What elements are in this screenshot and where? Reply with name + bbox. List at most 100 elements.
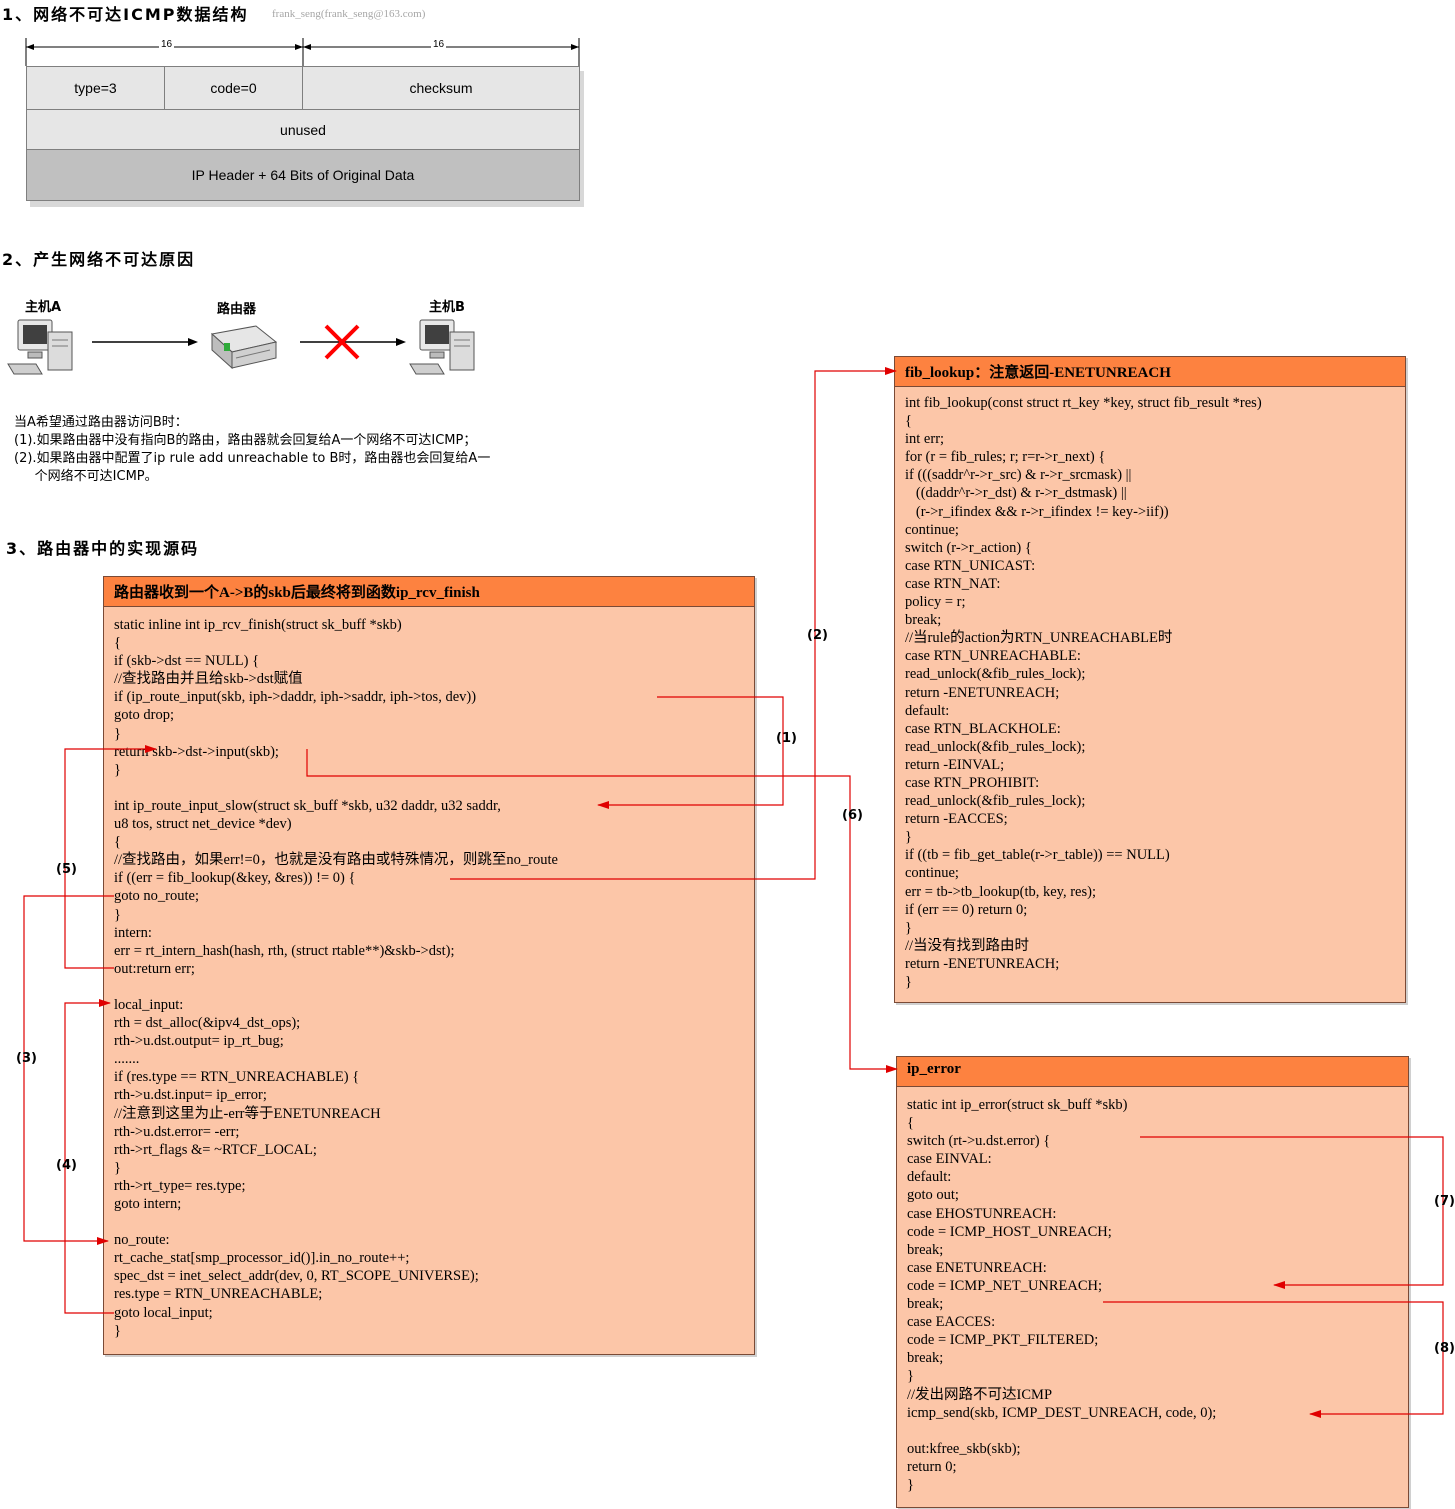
code-line: if (skb->dst == NULL) { bbox=[114, 653, 260, 670]
code-line: } bbox=[114, 761, 121, 778]
code-line: } bbox=[114, 1322, 121, 1339]
code-line: switch (rt->u.dst.error) { bbox=[907, 1133, 1051, 1150]
code-line: //发出网路不可达ICMP bbox=[907, 1386, 1053, 1403]
code-line: goto no_route; bbox=[114, 888, 199, 905]
width-left-label: 16 bbox=[159, 39, 175, 50]
code-line: goto local_input; bbox=[114, 1304, 213, 1321]
code-line: default: bbox=[905, 702, 950, 719]
code-line: case RTN_NAT: bbox=[905, 575, 1001, 592]
code-line: break; bbox=[905, 612, 942, 629]
reason-line: 当A希望通过路由器访问B时： bbox=[14, 415, 188, 430]
code-line: case RTN_UNREACHABLE: bbox=[905, 648, 1081, 665]
code-line: rt_cache_stat[smp_processor_id()].in_no_… bbox=[114, 1250, 410, 1267]
code-line: } bbox=[905, 974, 912, 990]
reason-line: 个网络不可达ICMP。 bbox=[14, 469, 158, 484]
flow-label-6: (6) bbox=[842, 808, 863, 823]
router-label: 路由器 bbox=[217, 302, 257, 317]
code-line: code = ICMP_PKT_FILTERED; bbox=[907, 1332, 1099, 1349]
code-box-fib-lookup: fib_lookup：注意返回-ENETUNREACH int fib_look… bbox=[894, 356, 1406, 1003]
code-line: icmp_send(skb, ICMP_DEST_UNREACH, code, … bbox=[907, 1404, 1217, 1421]
flow-label-4: (4) bbox=[56, 1158, 77, 1173]
code-line: case ENETUNREACH: bbox=[907, 1259, 1047, 1276]
code-line bbox=[114, 1213, 754, 1231]
code-line: //当没有找到路由时 bbox=[905, 937, 1030, 954]
code-line: rth = dst_alloc(&ipv4_dst_ops); bbox=[114, 1015, 301, 1032]
router-icon bbox=[210, 325, 278, 370]
code-line: u8 tos, struct net_device *dev) bbox=[114, 816, 292, 833]
code-line: rth->rt_type= res.type; bbox=[114, 1177, 246, 1194]
code-line: return -ENETUNREACH; bbox=[905, 684, 1060, 701]
code-line: continue; bbox=[905, 865, 959, 882]
code-box-title: ip_error bbox=[897, 1057, 1408, 1087]
code-line: if (err == 0) return 0; bbox=[905, 901, 1028, 918]
code-line: policy = r; bbox=[905, 594, 966, 611]
code-line: for (r = fib_rules; r; r=r->r_next) { bbox=[905, 449, 1106, 466]
code-line: ....... bbox=[114, 1051, 140, 1068]
code-line: out:kfree_skb(skb); bbox=[907, 1440, 1021, 1457]
code-line bbox=[114, 779, 754, 797]
code-listing: static inline int ip_rcv_finish(struct s… bbox=[104, 607, 754, 1340]
host-a-label: 主机A bbox=[25, 300, 62, 315]
flow-label-3: (3) bbox=[16, 1051, 37, 1066]
code-line: case EACCES: bbox=[907, 1314, 996, 1331]
code-line: rth->u.dst.output= ip_rt_bug; bbox=[114, 1033, 284, 1050]
code-line: err = rt_intern_hash(hash, rth, (struct … bbox=[114, 942, 455, 959]
code-line: ((daddr^r->r_dst) & r->r_dstmask) || bbox=[905, 485, 1127, 502]
code-line: if (res.type == RTN_UNREACHABLE) { bbox=[114, 1069, 360, 1086]
code-line: code = ICMP_HOST_UNREACH; bbox=[907, 1223, 1112, 1240]
code-line bbox=[907, 1422, 1408, 1440]
code-line: continue; bbox=[905, 521, 959, 538]
host-b-label: 主机B bbox=[429, 300, 465, 315]
code-line: rth->u.dst.input= ip_error; bbox=[114, 1087, 267, 1104]
code-box-ip-error: ip_error static int ip_error(struct sk_b… bbox=[896, 1056, 1409, 1508]
code-line: break; bbox=[907, 1350, 944, 1367]
blocked-x-icon bbox=[324, 324, 360, 360]
code-line: return -ENETUNREACH; bbox=[905, 955, 1060, 972]
code-line: goto drop; bbox=[114, 707, 175, 724]
code-line: //当rule的action为RTN_UNREACHABLE时 bbox=[905, 630, 1173, 647]
code-line: default: bbox=[907, 1169, 952, 1186]
computer-b-icon bbox=[409, 319, 475, 375]
code-line: read_unlock(&fib_rules_lock); bbox=[905, 793, 1086, 810]
code-line: { bbox=[905, 413, 912, 430]
code-line: { bbox=[114, 834, 121, 851]
code-line: (r->r_ifindex && r->r_ifindex != key->ii… bbox=[905, 503, 1169, 520]
computer-a-icon bbox=[7, 319, 73, 375]
code-line: } bbox=[114, 906, 121, 923]
reason-description: 当A希望通过路由器访问B时： (1).如果路由器中没有指向B的路由，路由器就会回… bbox=[14, 414, 534, 484]
field-original-data: IP Header + 64 Bits of Original Data bbox=[26, 149, 580, 201]
arrow-3 bbox=[23, 895, 114, 1245]
code-line: } bbox=[907, 1368, 914, 1385]
code-line: read_unlock(&fib_rules_lock); bbox=[905, 666, 1086, 683]
code-line: code = ICMP_NET_UNREACH; bbox=[907, 1277, 1103, 1294]
code-line: } bbox=[905, 919, 912, 936]
icmp-packet-diagram: 16 16 type=3 code=0 checksum unused IP H… bbox=[0, 0, 600, 220]
field-checksum: checksum bbox=[302, 66, 580, 110]
code-line: case EINVAL: bbox=[907, 1151, 992, 1168]
reason-line: (2).如果路由器中配置了ip rule add unreachable to … bbox=[14, 451, 491, 466]
code-line: //查找路由并且给skb->dst赋值 bbox=[114, 671, 303, 688]
code-line: local_input: bbox=[114, 996, 184, 1013]
code-line: if (ip_route_input(skb, iph->daddr, iph-… bbox=[114, 689, 477, 706]
code-line: out:return err; bbox=[114, 960, 195, 977]
flow-label-1: (1) bbox=[776, 731, 797, 746]
code-line: case RTN_PROHIBIT: bbox=[905, 774, 1040, 791]
code-line: case RTN_UNICAST: bbox=[905, 557, 1036, 574]
code-line: res.type = RTN_UNREACHABLE; bbox=[114, 1286, 323, 1303]
code-line: } bbox=[114, 725, 121, 742]
code-line: static inline int ip_rcv_finish(struct s… bbox=[114, 617, 402, 633]
code-box-title: 路由器收到一个A->B的skb后最终将到函数ip_rcv_finish bbox=[104, 577, 754, 607]
code-line: case EHOSTUNREACH: bbox=[907, 1205, 1057, 1222]
code-line: return skb->dst->input(skb); bbox=[114, 743, 279, 760]
code-line: } bbox=[114, 1159, 121, 1176]
topology-diagram bbox=[7, 319, 475, 375]
code-line bbox=[114, 978, 754, 996]
field-type: type=3 bbox=[26, 66, 165, 110]
code-line: break; bbox=[907, 1241, 944, 1258]
code-line: goto intern; bbox=[114, 1196, 182, 1212]
code-line: if ((tb = fib_get_table(r->r_table)) == … bbox=[905, 847, 1170, 864]
code-line: } bbox=[905, 829, 912, 846]
code-line: no_route: bbox=[114, 1232, 170, 1249]
flow-label-8: (8) bbox=[1434, 1341, 1455, 1356]
section-title-reason: 2、产生网络不可达原因 bbox=[2, 250, 196, 269]
